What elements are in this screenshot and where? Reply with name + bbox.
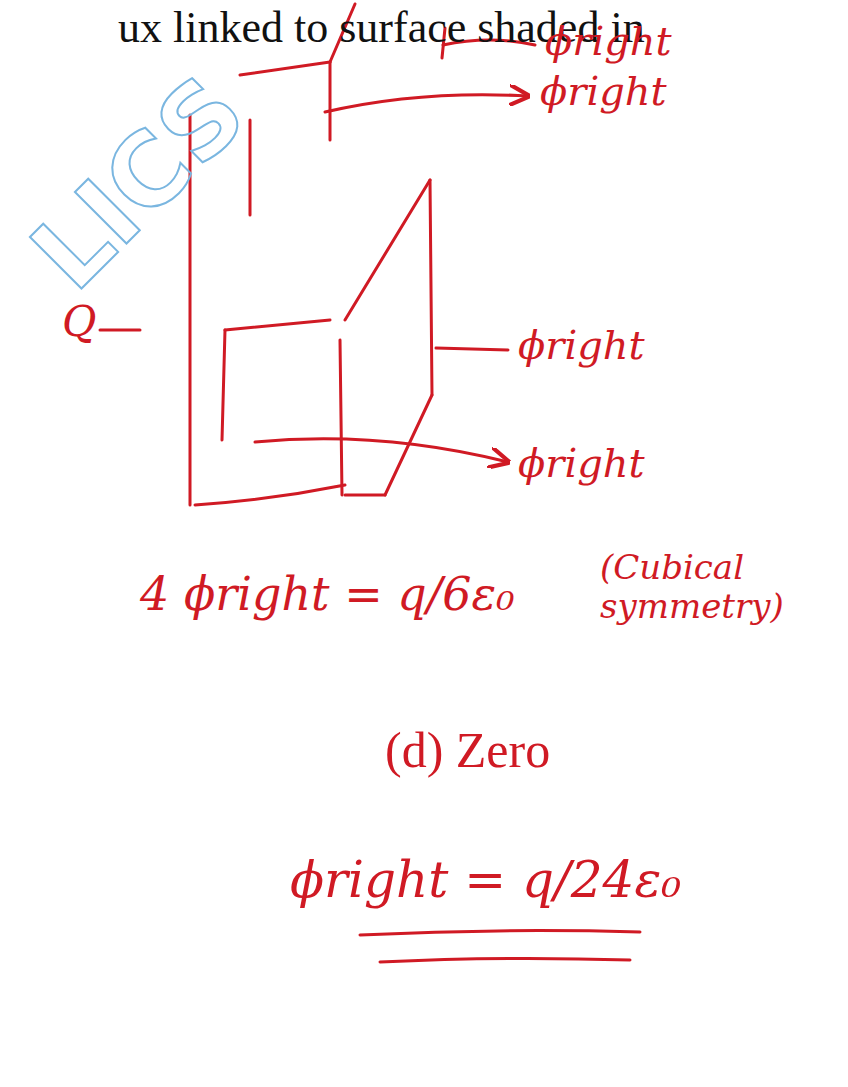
leader-arrow bbox=[325, 95, 528, 112]
cube-edge bbox=[240, 62, 330, 75]
watermark: LICS bbox=[10, 54, 267, 311]
flux-label-holder: ϕright bbox=[518, 322, 645, 368]
charge-label: Q bbox=[62, 298, 96, 346]
answer-underline bbox=[360, 931, 640, 935]
charge-label-holder: Q bbox=[62, 298, 96, 346]
flux-label: ϕright bbox=[540, 68, 667, 114]
result-equation-holder: ϕright = q/24ε₀ bbox=[290, 852, 681, 910]
flux-label-holder: ϕright bbox=[545, 18, 672, 64]
flux-label: ϕright bbox=[518, 322, 645, 368]
watermark-holder: LICS bbox=[10, 54, 267, 311]
flux-label: ϕright bbox=[518, 440, 645, 486]
shaded-face-edge bbox=[430, 180, 432, 395]
note-holder: (Cubical symmetry) bbox=[600, 548, 830, 626]
flux-label: ϕright bbox=[545, 18, 672, 64]
equation: 4 ϕright = q/6ε₀ bbox=[140, 568, 515, 621]
shaded-face-edge bbox=[345, 494, 385, 497]
answer-option-holder: (d) Zero bbox=[385, 722, 550, 780]
flux-label-holder: ϕright bbox=[518, 440, 645, 486]
leader-line bbox=[436, 348, 508, 350]
answer-option: (d) Zero bbox=[385, 722, 550, 780]
result-equation: ϕright = q/24ε₀ bbox=[290, 852, 681, 910]
answer-underline bbox=[380, 958, 630, 962]
note: (Cubical symmetry) bbox=[600, 548, 830, 626]
equation-holder: 4 ϕright = q/6ε₀ bbox=[140, 568, 515, 621]
flux-label-holder: ϕright bbox=[540, 68, 667, 114]
cube-edge bbox=[329, 62, 332, 140]
cube-edge bbox=[340, 340, 342, 495]
shaded-face-edge bbox=[345, 180, 430, 320]
leader-arrow bbox=[255, 439, 508, 462]
cube-edge bbox=[222, 330, 225, 440]
cube-edge bbox=[225, 320, 330, 330]
charge-pointer bbox=[100, 329, 140, 332]
cube-edge bbox=[195, 485, 345, 505]
